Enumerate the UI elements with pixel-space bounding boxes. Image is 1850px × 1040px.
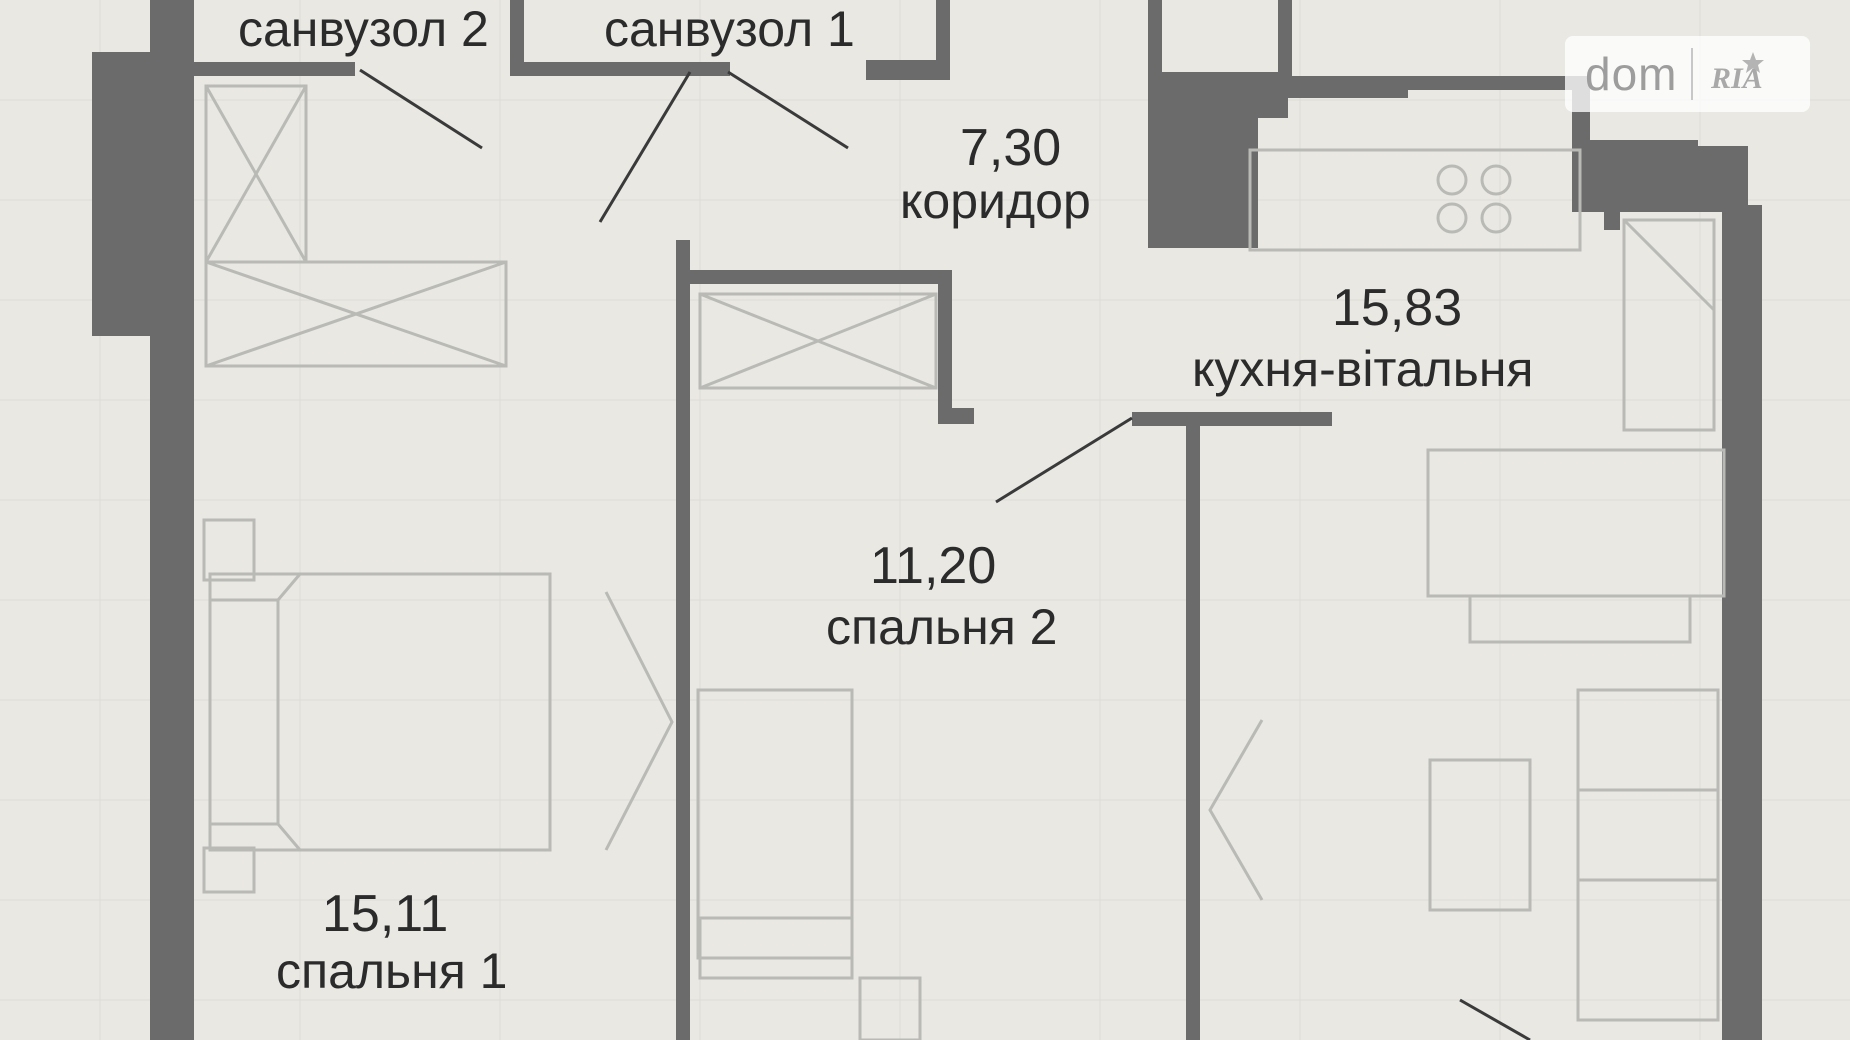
label-kitchen-living: кухня-вітальня [1192, 341, 1534, 397]
coffee-table [1428, 758, 1532, 912]
kitchen-counter [1248, 148, 1582, 252]
kitchen-side-counter [1622, 218, 1716, 432]
bed-1 [208, 572, 552, 852]
door-swing-bedroom-1 [604, 591, 674, 851]
label-bathroom-1: санвузол 1 [604, 1, 855, 57]
wardrobe-2 [204, 260, 508, 368]
watermark-divider [1691, 48, 1694, 100]
dom-ria-watermark: dom RIA [1565, 36, 1810, 112]
label-corridor: коридор [900, 173, 1091, 229]
area-bedroom-1: 15,11 [322, 885, 449, 943]
fixtures [202, 84, 1726, 1040]
area-corridor: 7,30 [960, 119, 1062, 177]
sofa [1576, 688, 1720, 1022]
wardrobe-3 [698, 292, 938, 390]
area-kitchen-living: 15,83 [1332, 279, 1463, 337]
dining-table [1426, 448, 1726, 598]
leader-lines [359, 68, 1531, 1040]
label-bedroom-2: спальня 2 [826, 599, 1058, 655]
label-bedroom-1: спальня 1 [276, 943, 508, 999]
label-bathroom-2: санвузол 2 [238, 1, 489, 57]
ria-logo-icon: RIA [1710, 52, 1765, 95]
walls [92, 0, 1762, 1040]
watermark-text: dom [1585, 48, 1678, 100]
door-swing-kitchen [1208, 719, 1264, 901]
area-bedroom-2: 11,20 [870, 537, 997, 595]
bed-2 [696, 688, 854, 960]
